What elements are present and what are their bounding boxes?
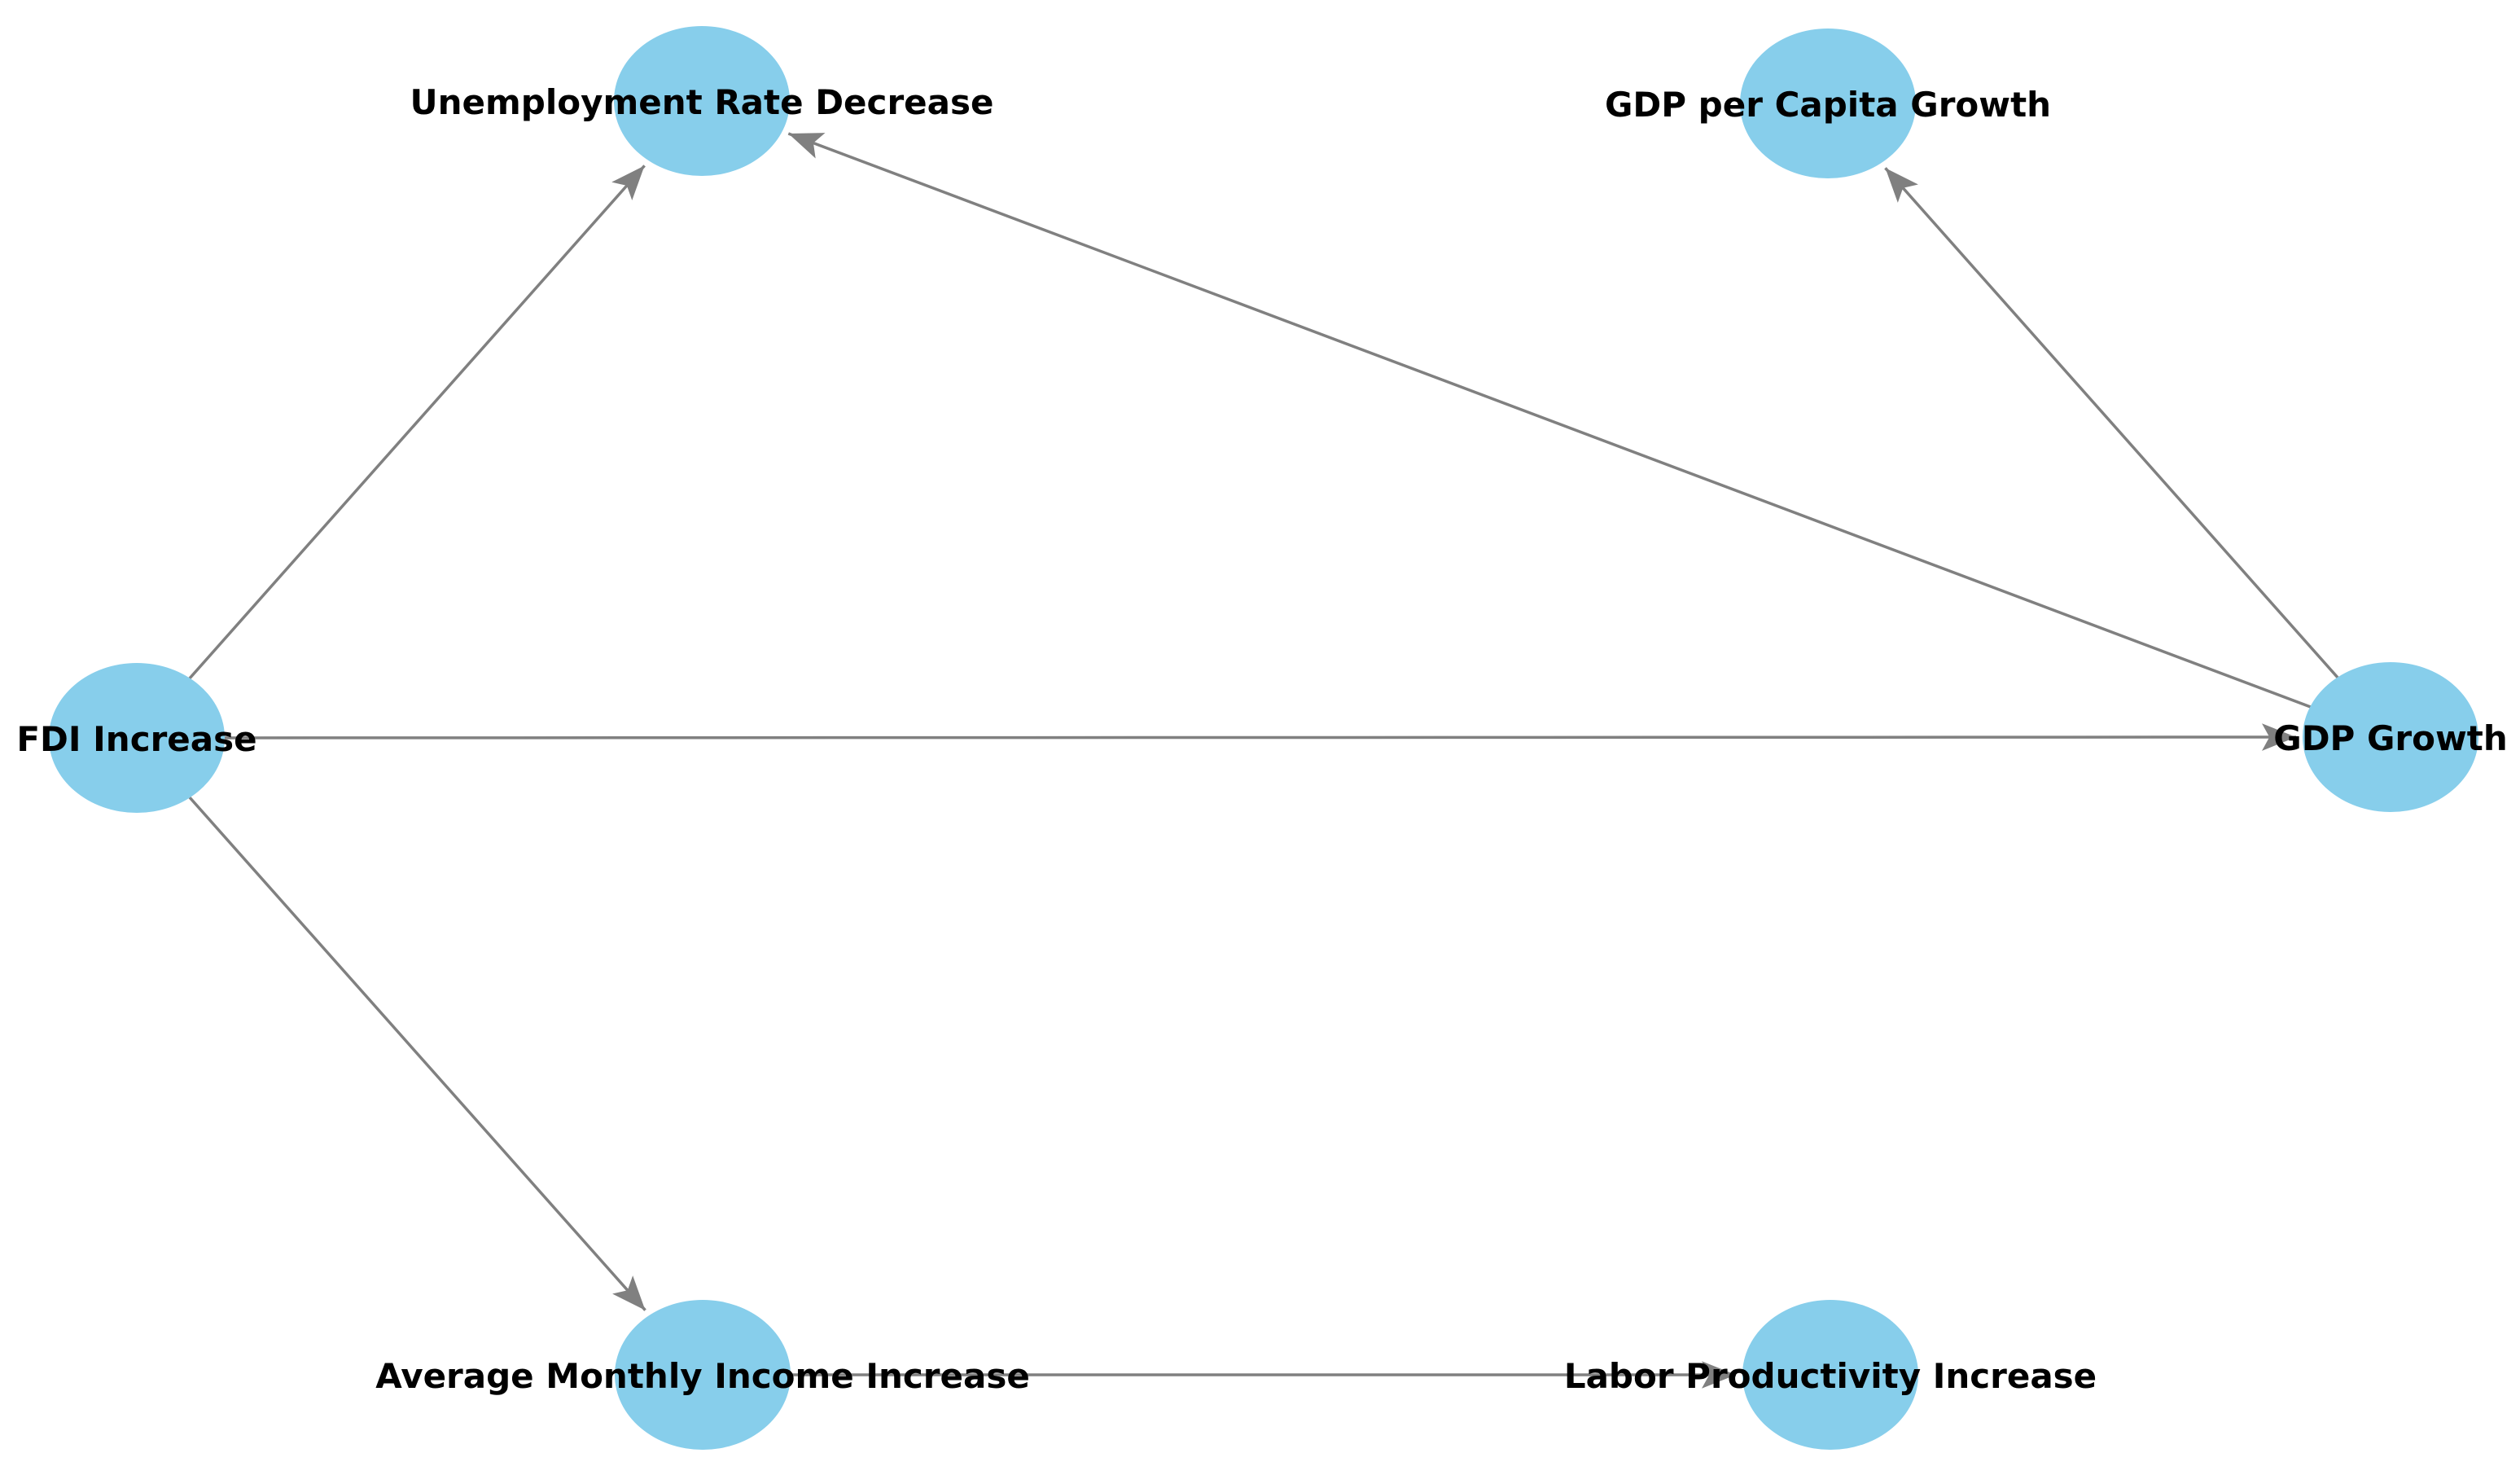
node-gdp-growth [2303,662,2478,812]
node-label-fdi-increase: FDI Increase [16,719,256,759]
edge-fdi-increase-to-gdp-growth [136,723,2297,751]
node-label-gdp-growth: GDP Growth [2273,718,2508,758]
node-label-unemployment-rate-decrease: Unemployment Rate Decrease [410,82,994,122]
node-average-monthly-income-increase [615,1300,791,1450]
node-unemployment-rate-decrease [614,26,790,176]
edge-gdp-growth-to-gdp-per-capita-growth [1884,167,2392,739]
node-fdi-increase [49,663,225,813]
edge-fdi-increase-to-average-monthly-income-increase [135,736,646,1311]
node-label-labor-productivity-increase: Labor Productivity Increase [1564,1356,2097,1396]
node-labor-productivity-increase [1742,1300,1918,1450]
node-label-average-monthly-income-increase: Average Monthly Income Increase [375,1356,1030,1396]
node-label-gdp-per-capita-growth: GDP per Capita Growth [1605,85,2051,125]
edge-gdp-growth-to-unemployment-rate-decrease [787,132,2391,739]
node-gdp-per-capita-growth [1740,29,1916,178]
edge-fdi-increase-to-unemployment-rate-decrease [135,165,646,740]
